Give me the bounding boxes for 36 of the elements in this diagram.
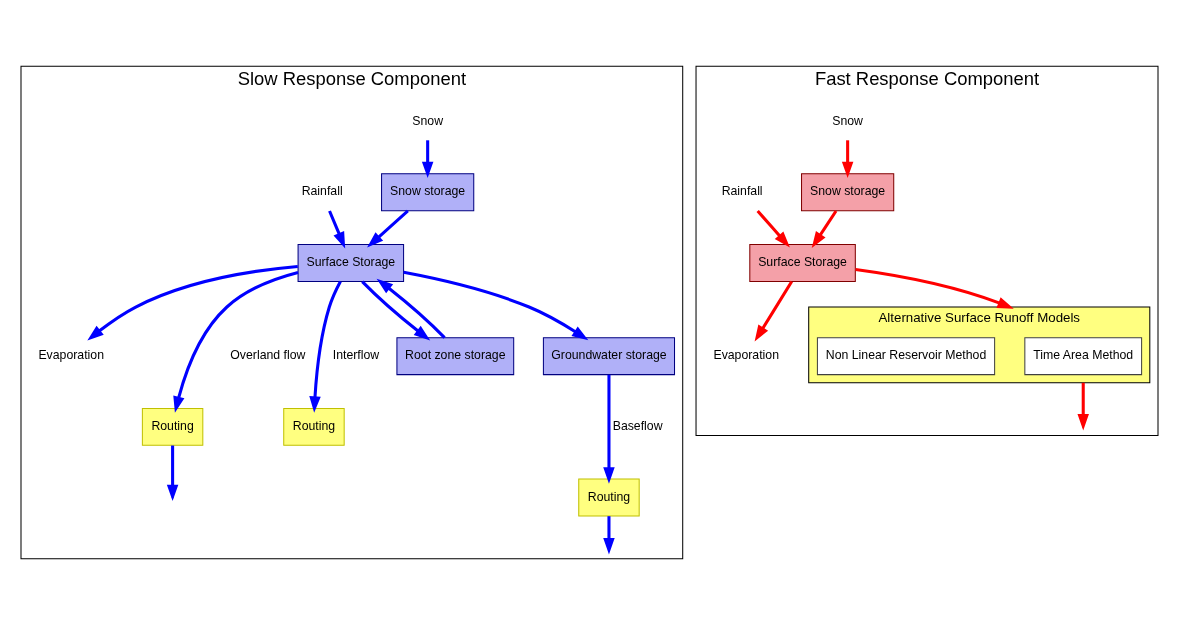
node-box: Time Area Method <box>1024 337 1143 376</box>
node-text: Rainfall <box>721 184 763 199</box>
arrow <box>403 270 589 341</box>
node-text: Rainfall <box>301 184 343 199</box>
node-text: Evaporation <box>38 348 104 363</box>
node-text: Snow <box>832 113 863 128</box>
arrow <box>603 516 615 555</box>
arrow <box>855 267 1014 309</box>
arrow <box>361 280 431 341</box>
node-box: Snow storage <box>381 173 475 212</box>
node-text: Evaporation <box>713 348 779 363</box>
node-box: Groundwater storage <box>542 337 676 376</box>
edge-label: Interflow <box>332 348 380 363</box>
arrow <box>421 140 434 179</box>
node-box: Surface Storage <box>297 244 405 282</box>
node-box: Surface Storage <box>749 244 856 282</box>
node-box: Snow storage <box>801 173 895 212</box>
arrow <box>376 278 446 339</box>
node-box: Non Linear Reservoir Method <box>816 337 996 376</box>
arrow <box>754 280 793 342</box>
arrow <box>603 374 615 484</box>
node-box: Routing <box>578 478 640 517</box>
arrow <box>756 209 790 248</box>
edge-label: Overland flow <box>230 348 306 363</box>
arrow <box>841 140 854 179</box>
node-box: Root zone storage <box>396 337 515 376</box>
edge-label: Baseflow <box>612 419 663 434</box>
node-box: Routing <box>141 407 204 446</box>
arrow <box>328 210 346 249</box>
arrow <box>367 209 409 248</box>
arrow <box>309 280 342 413</box>
node-text: Snow <box>412 113 444 128</box>
arrow <box>87 264 298 341</box>
node-box: Routing <box>283 407 345 446</box>
arrow <box>173 271 299 413</box>
arrow <box>811 210 838 248</box>
